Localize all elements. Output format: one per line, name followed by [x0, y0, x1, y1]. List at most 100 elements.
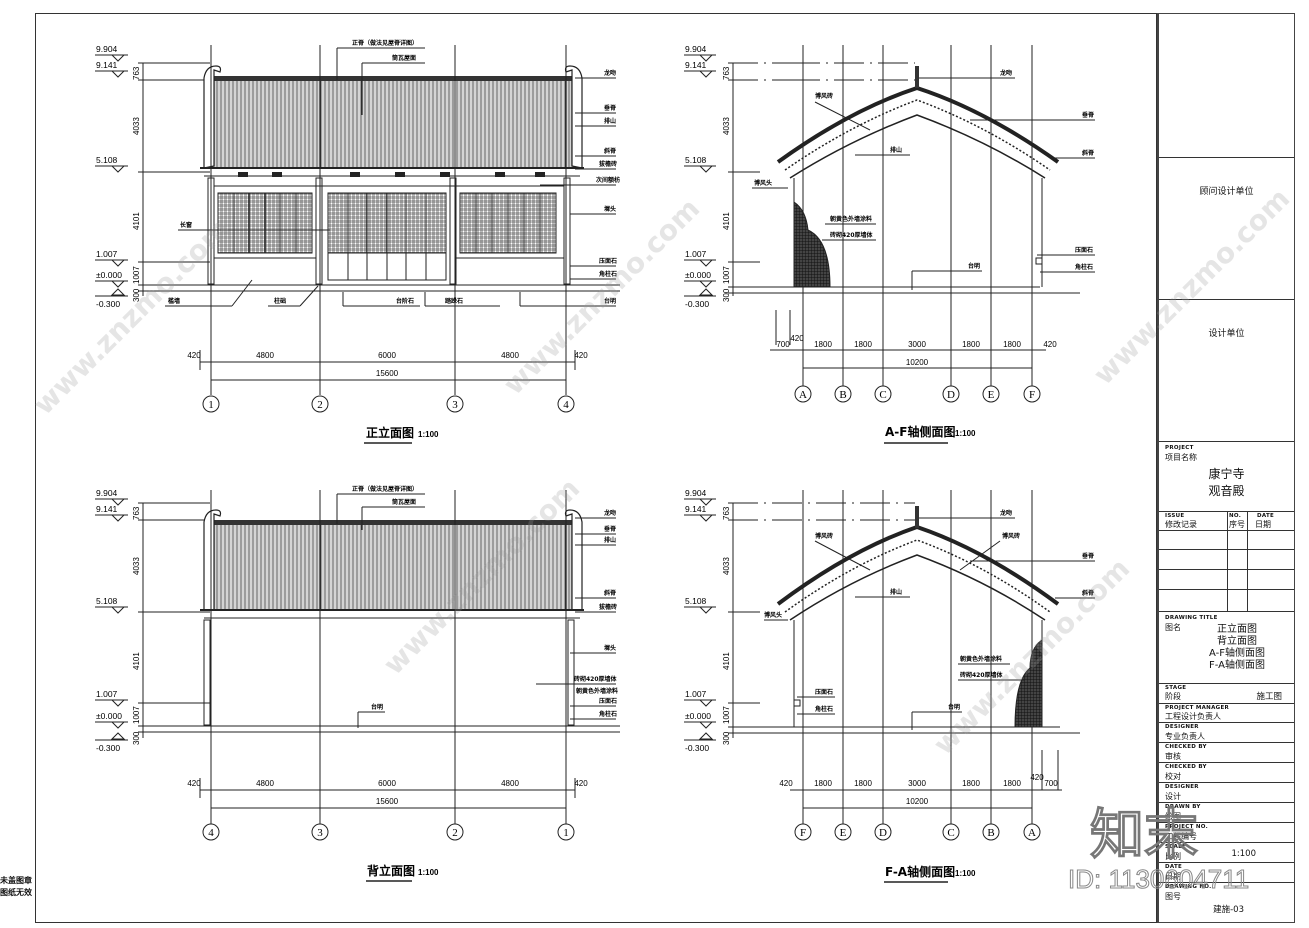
designer-unit-label: 设计单位 [1208, 329, 1245, 339]
svg-text:A: A [1028, 827, 1036, 839]
svg-text:正脊（做法见屋脊详图）: 正脊（做法见屋脊详图） [352, 485, 418, 493]
svg-text:筒瓦屋面: 筒瓦屋面 [392, 498, 416, 506]
svg-text:1:100: 1:100 [955, 429, 976, 438]
svg-text:4101: 4101 [722, 652, 731, 670]
svg-text:9.904: 9.904 [685, 488, 707, 498]
svg-text:1:100: 1:100 [418, 868, 439, 877]
svg-text:正立面图: 正立面图 [366, 425, 414, 440]
id-watermark: ID: 1130604711 [1067, 864, 1250, 895]
svg-text:斜脊: 斜脊 [1081, 149, 1095, 157]
svg-text:压面石: 压面石 [1075, 246, 1093, 254]
fa-side-elevation: 9.904 9.141 5.108 1.007 ±0.000 -0.300 76… [684, 488, 1095, 883]
svg-text:10200: 10200 [906, 797, 929, 806]
stamp-note-line-1: 未盖图章 [0, 876, 32, 885]
svg-text:斜脊: 斜脊 [603, 147, 617, 155]
issue-label-cn: 修改记录 [1165, 520, 1197, 529]
svg-text:3: 3 [452, 399, 458, 411]
elevation-drawings: 9.904 9.141 5.108 1.007 ±0.000 -0.300 76… [95, 39, 1095, 883]
svg-text:龙吻: 龙吻 [604, 509, 616, 517]
svg-text:420: 420 [779, 779, 793, 788]
tb-consultant-section: 顾问设计单位 [1159, 158, 1294, 300]
svg-text:3000: 3000 [908, 779, 926, 788]
svg-text:10200: 10200 [906, 358, 929, 367]
tb-issue-section: ISSUE 修改记录 NO. 序号 DATE 日期 [1159, 512, 1294, 612]
project-name-line-1: 康宁寺 [1208, 467, 1245, 481]
svg-text:砖砌420厚墙体: 砖砌420厚墙体 [830, 231, 874, 239]
drawing-title-line: 正立面图 [1217, 624, 1257, 635]
svg-text:15600: 15600 [376, 797, 399, 806]
svg-text:1.007: 1.007 [96, 249, 118, 259]
drawing-sheet-border [35, 13, 1157, 923]
no-label-cn: 序号 [1229, 520, 1245, 529]
svg-text:5.108: 5.108 [685, 155, 707, 165]
svg-text:砖砌420厚墙体: 砖砌420厚墙体 [574, 675, 618, 683]
svg-text:台明: 台明 [604, 297, 616, 305]
svg-text:排山: 排山 [604, 117, 616, 125]
svg-text:垂脊: 垂脊 [1082, 552, 1095, 560]
tb-row-designer-lead: DESIGNER 专业负责人 [1159, 723, 1294, 743]
svg-text:朝黄色外墙涂料: 朝黄色外墙涂料 [830, 215, 872, 223]
project-label-en: PROJECT [1165, 445, 1194, 451]
svg-text:4800: 4800 [501, 779, 519, 788]
date-label-en: DATE [1257, 513, 1275, 519]
svg-text:4101: 4101 [132, 212, 141, 230]
svg-text:台阶石: 台阶石 [396, 297, 414, 305]
svg-text:420: 420 [574, 779, 588, 788]
tb-drawing-title-section: DRAWING TITLE 图名 正立面图 背立面图 A-F轴侧面图 F-A轴侧… [1159, 612, 1294, 684]
svg-text:排山: 排山 [604, 536, 616, 544]
issue-row [1159, 570, 1294, 590]
svg-text:1800: 1800 [854, 779, 872, 788]
svg-text:5.108: 5.108 [96, 155, 118, 165]
svg-text:筒瓦屋面: 筒瓦屋面 [392, 54, 416, 62]
svg-text:垂脊: 垂脊 [604, 525, 617, 533]
consultant-label: 顾问设计单位 [1199, 187, 1254, 197]
drawing-no-value: 建施-03 [1213, 905, 1244, 915]
svg-text:9.904: 9.904 [96, 44, 118, 54]
stamp-note-line-2: 图纸无效 [0, 888, 32, 897]
svg-text:A: A [799, 389, 807, 401]
svg-text:拔檐砖: 拔檐砖 [599, 603, 617, 611]
tb-designer-unit-section: 设计单位 [1159, 300, 1294, 442]
svg-text:D: D [879, 827, 887, 839]
svg-text:420: 420 [1030, 773, 1044, 782]
svg-text:F: F [1029, 389, 1035, 401]
date-label-cn: 日期 [1255, 520, 1271, 529]
svg-text:9.141: 9.141 [685, 60, 707, 70]
back-elevation: 9.904 9.141 5.108 1.007 ±0.000 -0.300 76… [95, 485, 620, 882]
svg-text:排山: 排山 [890, 588, 902, 596]
svg-text:压面石: 压面石 [599, 697, 617, 705]
svg-text:763: 763 [132, 66, 141, 80]
svg-text:B: B [839, 389, 846, 401]
issue-label-en: ISSUE [1165, 513, 1185, 519]
svg-text:朝黄色外墙涂料: 朝黄色外墙涂料 [576, 687, 618, 695]
svg-text:9.141: 9.141 [96, 504, 118, 514]
svg-text:±0.000: ±0.000 [96, 270, 122, 280]
svg-text:压面石: 压面石 [815, 688, 833, 696]
svg-text:墀头: 墀头 [604, 644, 616, 652]
svg-text:700: 700 [1044, 779, 1058, 788]
no-label-en: NO. [1229, 513, 1242, 519]
tb-project-section: PROJECT 项目名称 康宁寺 观音殿 [1159, 442, 1294, 512]
svg-text:4033: 4033 [132, 557, 141, 575]
svg-text:9.141: 9.141 [685, 504, 707, 514]
tb-blank-section [1159, 14, 1294, 158]
svg-text:1800: 1800 [814, 779, 832, 788]
svg-text:1800: 1800 [962, 340, 980, 349]
svg-text:-0.300: -0.300 [96, 743, 120, 753]
svg-text:1007: 1007 [132, 706, 141, 724]
svg-text:1007: 1007 [132, 266, 141, 284]
svg-text:压面石: 压面石 [599, 257, 617, 265]
drawing-title-label-cn: 图名 [1165, 623, 1181, 632]
svg-text:4033: 4033 [722, 557, 731, 575]
svg-text:博风砖: 博风砖 [815, 532, 833, 540]
svg-text:F: F [800, 827, 806, 839]
svg-text:9.141: 9.141 [96, 60, 118, 70]
svg-text:4033: 4033 [132, 117, 141, 135]
svg-text:2: 2 [452, 827, 458, 839]
svg-text:1:100: 1:100 [955, 869, 976, 878]
svg-text:龙吻: 龙吻 [1000, 69, 1012, 77]
svg-text:420: 420 [1043, 340, 1057, 349]
svg-text:300: 300 [722, 731, 731, 745]
tb-row-drawn-by: DRAWN BY 绘图 [1159, 803, 1294, 823]
svg-text:博风头: 博风头 [754, 179, 772, 187]
